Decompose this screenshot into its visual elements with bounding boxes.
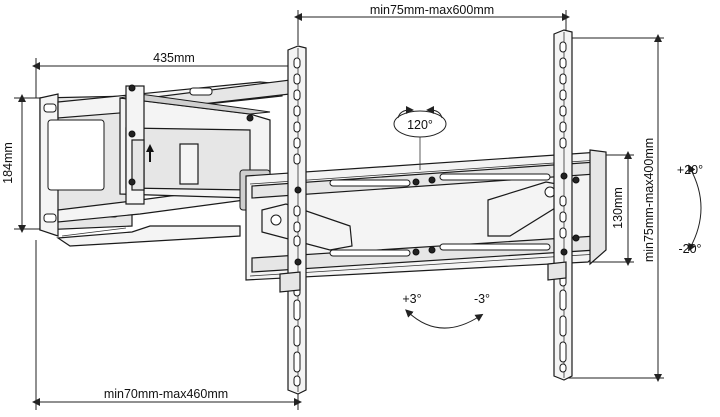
vesa-width-label: min75mm-max600mm xyxy=(370,3,494,17)
dimension-extension: min70mm-max460mm xyxy=(32,240,302,410)
dimension-wall-plate-height: 184mm xyxy=(1,94,40,233)
dimension-rail-height: 130mm xyxy=(590,151,634,266)
left-arm-slots xyxy=(293,57,301,387)
arm-length-label: 435mm xyxy=(153,51,195,65)
tilt-up-label: +20° xyxy=(677,163,703,177)
tilt-down-label: -20° xyxy=(678,242,701,256)
tilt-indicator: +20° -20° xyxy=(677,163,703,256)
rotate-minus-label: -3° xyxy=(474,292,490,306)
swivel-label: 120° xyxy=(407,118,433,132)
rail-height-label: 130mm xyxy=(611,187,625,229)
tv-rail xyxy=(245,149,607,281)
rotation-indicator: +3° -3° xyxy=(402,292,490,329)
left-vertical-arm xyxy=(279,45,307,395)
articulating-arms xyxy=(57,79,291,223)
wall-plate-height-label: 184mm xyxy=(1,142,15,184)
rotate-plus-label: +3° xyxy=(402,292,421,306)
dimension-vesa-width: min75mm-max600mm xyxy=(294,3,570,45)
dimension-vesa-height: min75mm-max400mm xyxy=(566,34,664,382)
vesa-height-label: min75mm-max400mm xyxy=(642,138,656,262)
right-vertical-arm xyxy=(547,29,573,381)
wall-plate xyxy=(39,93,241,247)
swivel-indicator: 120° xyxy=(393,106,447,170)
right-arm-slots xyxy=(559,41,567,373)
extension-label: min70mm-max460mm xyxy=(104,387,228,401)
